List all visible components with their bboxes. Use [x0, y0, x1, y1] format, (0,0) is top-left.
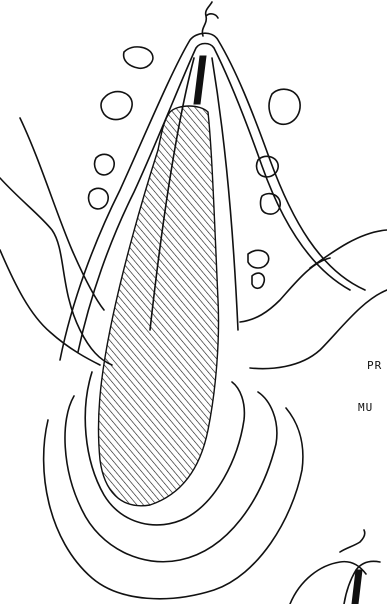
- island-right-5: [252, 273, 264, 288]
- right-lobe-outer: [250, 290, 387, 369]
- hatched-core: [98, 106, 218, 506]
- central-canal: [194, 56, 206, 104]
- left-lobe-inner: [20, 118, 104, 310]
- label-pr: PR: [367, 359, 382, 372]
- island-left-2: [101, 92, 132, 120]
- right-lobe-mid: [310, 230, 387, 268]
- apex-tuft: [202, 2, 218, 36]
- island-left-1: [124, 47, 153, 68]
- second-structure-inner: [344, 561, 380, 604]
- island-right-4: [248, 250, 269, 268]
- island-left-3: [95, 154, 115, 175]
- island-right-2: [257, 156, 279, 177]
- island-right-1: [269, 89, 300, 124]
- label-mu: MU: [358, 401, 373, 414]
- island-left-4: [89, 188, 109, 209]
- left-lobe-far: [0, 250, 100, 365]
